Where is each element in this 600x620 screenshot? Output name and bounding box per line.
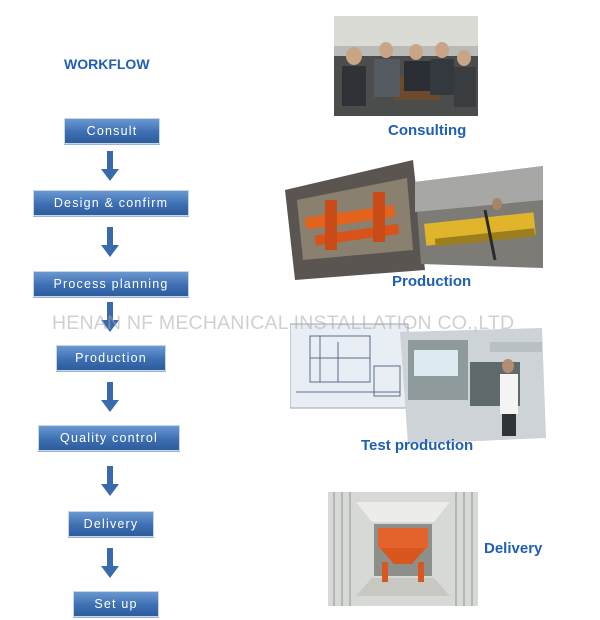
step-delivery: Delivery bbox=[68, 511, 154, 537]
caption-consulting: Consulting bbox=[388, 122, 466, 139]
down-arrow-icon bbox=[101, 466, 119, 496]
down-arrow-icon bbox=[101, 151, 119, 181]
step-process-planning: Process planning bbox=[33, 271, 189, 297]
step-quality-control: Quality control bbox=[38, 425, 180, 451]
step-design-confirm: Design & confirm bbox=[33, 190, 189, 216]
machinery-photo bbox=[285, 160, 543, 280]
down-arrow-icon bbox=[101, 382, 119, 412]
caption-production: Production bbox=[392, 273, 471, 290]
caption-delivery: Delivery bbox=[484, 540, 542, 557]
container-photo bbox=[328, 492, 478, 606]
company-watermark: HENAN NF MECHANICAL INSTALLATION CO.,LTD bbox=[52, 312, 552, 335]
step-production: Production bbox=[56, 345, 166, 371]
meeting-photo bbox=[334, 16, 478, 116]
drawing-and-lathe-photo bbox=[290, 322, 550, 444]
step-consult: Consult bbox=[64, 118, 160, 144]
down-arrow-icon bbox=[101, 548, 119, 578]
workflow-title: WORKFLOW bbox=[64, 56, 150, 72]
step-set-up: Set up bbox=[73, 591, 159, 617]
down-arrow-icon bbox=[101, 227, 119, 257]
caption-test-production: Test production bbox=[361, 437, 473, 454]
